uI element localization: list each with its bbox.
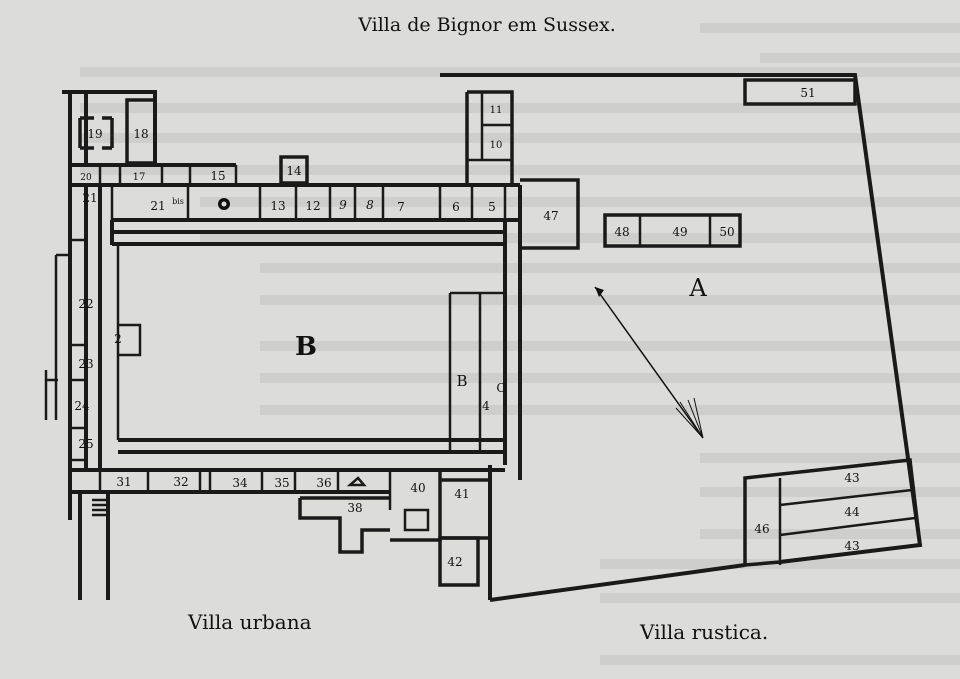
room-20: 20 (80, 173, 92, 183)
room-41: 41 (454, 487, 469, 501)
room-2: 2 (114, 332, 122, 346)
room-35: 35 (274, 476, 289, 490)
room-40: 40 (410, 481, 425, 495)
room-8: 8 (366, 198, 374, 212)
room-32: 32 (173, 475, 188, 489)
room-22: 22 (78, 297, 93, 311)
room-6: 6 (452, 200, 460, 214)
plan-title: Villa de Bignor em Sussex. (357, 14, 615, 36)
room-50: 50 (719, 225, 734, 239)
room-34: 34 (232, 476, 248, 490)
room-14: 14 (286, 164, 302, 178)
room-31: 31 (116, 475, 131, 489)
room-23: 23 (78, 357, 93, 371)
room-25: 25 (78, 437, 93, 451)
room-21bis: 21 (150, 199, 165, 213)
room-42: 42 (447, 555, 462, 569)
room-9: 9 (339, 198, 347, 212)
caption-villa-urbana: Villa urbana (187, 610, 312, 634)
label-court-B: B (295, 332, 317, 362)
room-48: 48 (614, 225, 629, 239)
room-19: 19 (87, 127, 102, 141)
label-small-B: B (456, 372, 467, 390)
room-51: 51 (800, 86, 815, 100)
room-labels: 19 18 20 17 15 14 21 21 bis 13 12 9 8 7 … (74, 86, 860, 569)
bleed-through-texture (80, 23, 960, 665)
room-43-north: 43 (844, 471, 859, 485)
room-46: 46 (754, 522, 769, 536)
room-15: 15 (210, 169, 225, 183)
room-13: 13 (270, 199, 285, 213)
room-44: 44 (844, 505, 860, 519)
label-A: A (688, 274, 707, 302)
room-7: 7 (397, 200, 405, 214)
room-43-south: 43 (844, 539, 859, 553)
room-10: 10 (490, 140, 503, 151)
north-arrow-icon (594, 286, 704, 439)
room-47: 47 (543, 209, 558, 223)
room-5: 5 (488, 200, 496, 214)
room-21bis-sup: bis (172, 197, 184, 206)
caption-villa-rustica: Villa rustica. (639, 620, 768, 644)
room-17: 17 (133, 172, 146, 183)
label-C: C (496, 381, 505, 395)
room-21: 21 (82, 191, 97, 205)
room-11: 11 (490, 105, 503, 116)
room-14-outline (279, 155, 309, 185)
room-18: 18 (133, 127, 148, 141)
room-49: 49 (672, 225, 687, 239)
villa-rustica-plan (440, 73, 923, 602)
room-19-outline (78, 116, 114, 150)
room-36: 36 (316, 476, 331, 490)
room-38: 38 (347, 501, 362, 515)
room-12: 12 (305, 199, 320, 213)
villa-urbana-plan (44, 90, 580, 600)
room-24: 24 (74, 399, 90, 413)
room-4: 4 (482, 399, 490, 413)
